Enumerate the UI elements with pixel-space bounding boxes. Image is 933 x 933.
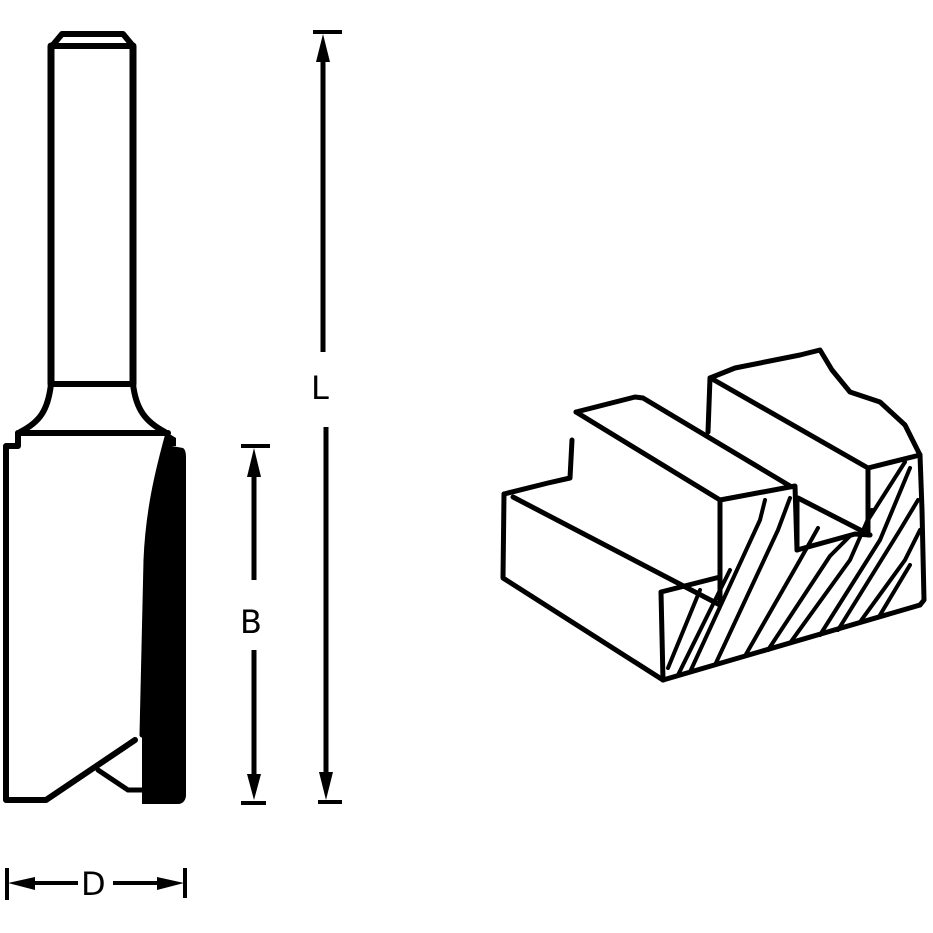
dimension-D: D — [5, 865, 187, 903]
end-grain-hatch — [666, 460, 922, 677]
dimension-B: B — [240, 444, 270, 805]
workpiece — [500, 347, 927, 683]
dimension-L: L — [311, 30, 342, 804]
cutting-body — [3, 430, 186, 804]
label-D: D — [81, 865, 106, 903]
neck — [17, 381, 168, 435]
label-B: B — [240, 603, 262, 641]
shank — [47, 31, 137, 388]
router-bit — [3, 31, 186, 804]
label-L: L — [311, 369, 329, 407]
